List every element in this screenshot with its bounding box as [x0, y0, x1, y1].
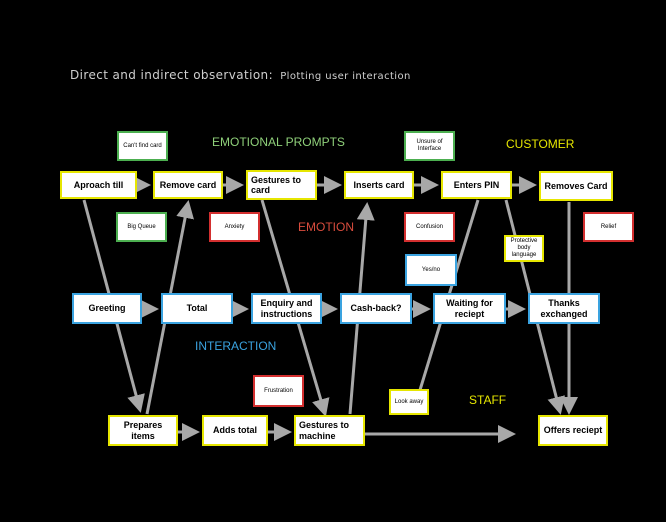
- step-thanks-exchanged: Thanks exchanged: [528, 293, 600, 324]
- step-cash-back: Cash-back?: [340, 293, 412, 324]
- label-customer: CUSTOMER: [506, 137, 575, 151]
- interaction-yes-no: Yes/no: [405, 254, 457, 286]
- step-waiting-for-reciept: Waiting for reciept: [433, 293, 506, 324]
- step-offers-reciept: Offers reciept: [538, 415, 608, 446]
- page-title: Direct and indirect observation: Plottin…: [70, 68, 411, 82]
- step-prepares-items: Prepares items: [108, 415, 178, 446]
- emotion-frustration: Frustration: [253, 375, 304, 407]
- label-emotion: EMOTION: [298, 220, 354, 234]
- prompt-unsure-of-interface: Unsure of Interface: [404, 131, 455, 161]
- prompt-cant-find-card: Can't find card: [117, 131, 168, 161]
- step-greeting: Greeting: [72, 293, 142, 324]
- step-inserts-card: Inserts card: [344, 171, 414, 199]
- emotion-relief: Relief: [583, 212, 634, 242]
- label-interaction: INTERACTION: [195, 339, 277, 353]
- label-emotional-prompts: EMOTIONAL PROMPTS: [212, 135, 345, 149]
- prompt-big-queue: Big Queue: [116, 212, 167, 242]
- interaction-look-away: Look away: [389, 389, 429, 415]
- step-adds-total: Adds total: [202, 415, 268, 446]
- step-enters-pin: Enters PIN: [441, 171, 512, 199]
- label-staff: STAFF: [469, 393, 507, 407]
- step-remove-card: Remove card: [153, 171, 223, 199]
- step-removes-card: Removes Card: [539, 171, 613, 201]
- title-main: Direct and indirect observation:: [70, 68, 274, 82]
- step-enquiry-instructions: Enquiry and instructions: [251, 293, 322, 324]
- step-gestures-to-card: Gestures to card: [246, 170, 317, 200]
- step-approach-till: Aproach till: [60, 171, 137, 199]
- prompt-protective-body-language: Protective body language: [504, 235, 544, 262]
- step-total: Total: [161, 293, 233, 324]
- emotion-anxiety: Anxiety: [209, 212, 260, 242]
- step-gestures-to-machine: Gestures to machine: [294, 415, 365, 446]
- emotion-confusion: Confusion: [404, 212, 455, 242]
- title-sub: Plotting user interaction: [280, 71, 411, 82]
